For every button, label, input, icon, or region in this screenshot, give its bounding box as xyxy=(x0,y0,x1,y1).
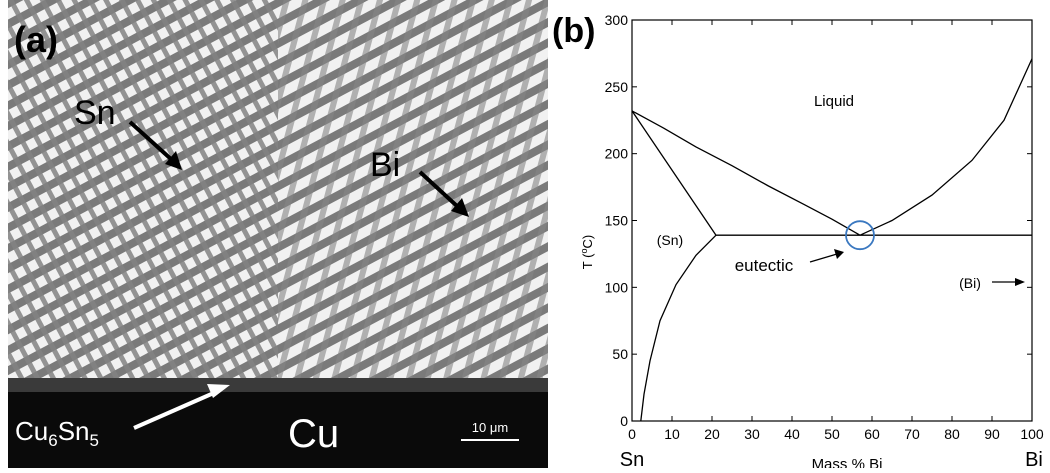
liquid-label: Liquid xyxy=(814,93,854,110)
phase-boundary-line-2 xyxy=(631,110,717,236)
y-tick-label: 150 xyxy=(605,213,629,229)
y-tick-label: 200 xyxy=(605,146,629,162)
y-tick-label: 50 xyxy=(612,346,628,362)
y-tick-label: 0 xyxy=(620,413,628,429)
phase-boundary-line-4 xyxy=(640,234,717,422)
panel-a-label: (a) xyxy=(14,19,58,60)
plot-frame xyxy=(631,19,1033,422)
micrograph-panel: 10 μm (a) Sn Bi Cu6Sn5 Cu xyxy=(8,0,548,468)
sn-phase-label: Sn xyxy=(74,94,116,132)
x-tick-label: 40 xyxy=(784,426,800,442)
x-axis-title: Mass % Bi xyxy=(812,456,883,468)
y-tick-label: 250 xyxy=(605,79,629,95)
sn-endmember-label: Sn xyxy=(620,449,644,468)
phase-diagram-panel: 0 10 20 30 40 50 60 70 80 90 100 0 50 100 150 200 250 300… xyxy=(548,0,1050,473)
y-tick-label: 100 xyxy=(605,279,629,295)
x-tick-label: 100 xyxy=(1020,426,1044,442)
x-tick-label: 90 xyxy=(984,426,1000,442)
eutectic-arrow xyxy=(809,253,838,263)
sn-solid-label: (Sn) xyxy=(657,232,683,248)
x-tick-label: 60 xyxy=(864,426,880,442)
cu-substrate-label: Cu xyxy=(288,412,339,456)
x-tick-label: 70 xyxy=(904,426,920,442)
x-tick-label: 30 xyxy=(744,426,760,442)
copper-substrate xyxy=(8,392,548,468)
cu6sn5-label: Cu6Sn5 xyxy=(15,416,99,450)
micrograph-image: 10 μm (a) Sn Bi Cu6Sn5 Cu xyxy=(8,0,548,468)
phase-boundary-line-0 xyxy=(631,110,861,236)
imc-arrow xyxy=(133,390,217,430)
bi-endmember-label: Bi xyxy=(1025,449,1043,468)
bi-phase-label: Bi xyxy=(370,146,400,184)
y-tick-label: 300 xyxy=(605,12,629,28)
y-axis-title: T (oC) xyxy=(579,235,595,269)
x-tick-label: 50 xyxy=(824,426,840,442)
eutectic-label: eutectic xyxy=(735,256,794,275)
bi-arrow xyxy=(418,170,460,209)
scale-bar-label: 10 μm xyxy=(472,420,508,435)
eutectic-circle xyxy=(845,220,875,251)
panel-b-label: (b) xyxy=(552,12,595,50)
x-tick-label: 10 xyxy=(664,426,680,442)
phase-diagram-chart: 0 10 20 30 40 50 60 70 80 90 100 0 50 100 150 200 250 300… xyxy=(552,12,1044,473)
bi-solid-label: (Bi) xyxy=(959,275,981,291)
x-tick-label: 0 xyxy=(628,426,636,442)
sn-arrow xyxy=(128,120,174,162)
phase-boundary-line-1 xyxy=(859,58,1033,236)
x-tick-label: 80 xyxy=(944,426,960,442)
x-tick-label: 20 xyxy=(704,426,720,442)
